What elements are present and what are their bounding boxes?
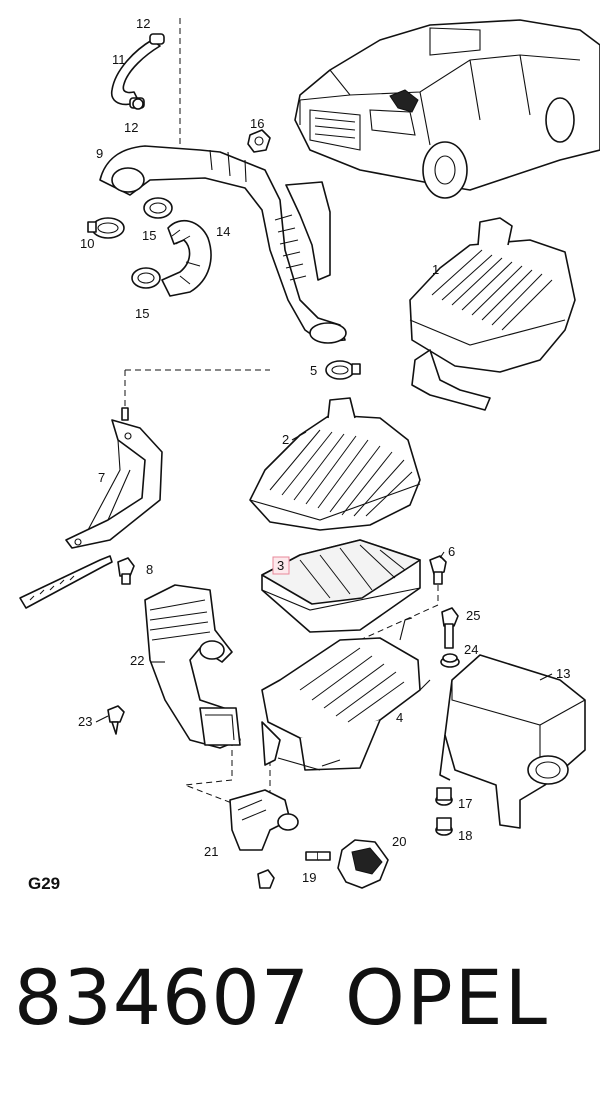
part-1-air-cleaner-assembly (409, 217, 576, 411)
part-15-hose-clamp-upper (143, 197, 173, 219)
part-20-resonator (337, 839, 389, 889)
part-18-grommet (435, 817, 453, 836)
callout-11: 11 (112, 52, 126, 67)
part-25-bolt (441, 607, 459, 649)
callout-13: 13 (556, 666, 570, 681)
leader-line-2 (291, 431, 307, 441)
callout-16: 16 (250, 116, 264, 131)
callout-14: 14 (216, 224, 230, 239)
callout-10: 10 (80, 236, 94, 251)
part-5-hose-clamp (325, 360, 361, 380)
callout-5: 5 (310, 363, 317, 378)
part-23-screw (107, 705, 125, 735)
callout-3-highlight (272, 556, 290, 575)
callout-9: 9 (96, 146, 103, 161)
part-10-hose-clamp (87, 217, 125, 239)
leader-line-6 (439, 551, 445, 559)
callout-20: 20 (392, 834, 406, 849)
part-9-intake-duct (99, 145, 347, 344)
callout-3: 3 (277, 558, 284, 573)
callout-8: 8 (146, 562, 153, 577)
callout-22: 22 (130, 653, 144, 668)
part-22-intake-duct (144, 584, 241, 749)
screw-bottom (257, 869, 275, 889)
callout-25: 25 (466, 608, 480, 623)
callout-1: 1 (432, 262, 439, 277)
part-2-filter-housing-cover (249, 397, 421, 531)
callout-24: 24 (464, 642, 478, 657)
callout-2: 2 (282, 432, 289, 447)
callout-4: 4 (396, 710, 403, 725)
callout-23: 23 (78, 714, 92, 729)
part-13-resonator-box (439, 654, 586, 829)
part-4-filter-housing-lower (261, 617, 431, 771)
callout-15-bottom: 15 (135, 306, 149, 321)
vehicle-icon (294, 19, 600, 199)
exploded-parts-diagram: 12 11 12 16 9 10 15 14 15 1 5 2 7 3 6 8 … (19, 16, 600, 889)
cable-strap (19, 555, 113, 609)
leader-line-23 (95, 715, 109, 723)
callout-18: 18 (458, 828, 472, 843)
leader-line-13 (539, 673, 553, 681)
callout-15-top: 15 (142, 228, 156, 243)
callout-7: 7 (98, 470, 105, 485)
part-8-bolt (117, 557, 135, 585)
callout-12-top: 12 (136, 16, 150, 31)
callout-6: 6 (448, 544, 455, 559)
part-19-sensor (305, 851, 331, 861)
part-11-breather-hose (110, 33, 165, 109)
part-14-elbow-hose (161, 219, 212, 297)
part-15-hose-clamp-lower (131, 267, 161, 289)
part-24-washer (440, 653, 460, 668)
part-6-bolt (429, 555, 447, 585)
callout-17: 17 (458, 796, 472, 811)
part-3-air-filter-element (261, 539, 421, 633)
sheet-code-label: G29 (28, 874, 61, 893)
brand-caption: OPEL (345, 953, 550, 1042)
callout-21: 21 (204, 844, 218, 859)
callout-12-bottom: 12 (124, 120, 138, 135)
part-16-nut (247, 129, 271, 153)
part-number-caption: 834607 (14, 953, 311, 1042)
guide-line-bolt-6 (359, 575, 439, 641)
part-12-clamp-small (132, 98, 144, 110)
part-7-bracket (65, 407, 163, 549)
guide-line-bracket (124, 369, 270, 410)
part-21-duct-elbow (229, 789, 299, 851)
callout-19: 19 (302, 870, 316, 885)
part-17-grommet (435, 787, 453, 806)
